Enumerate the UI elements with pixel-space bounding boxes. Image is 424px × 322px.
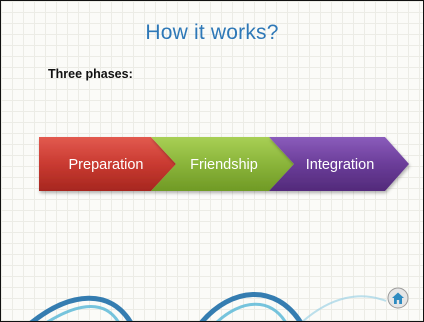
chevron-friendship: Friendship: [151, 137, 294, 191]
slide-title: How it works?: [145, 21, 279, 44]
chevron-label-friendship: Friendship: [190, 157, 258, 173]
house-emblem-icon: [387, 287, 409, 309]
chevron-label-preparation: Preparation: [69, 157, 144, 173]
chevron-preparation: Preparation: [39, 137, 176, 191]
chevron-integration: Integration: [269, 137, 409, 191]
phases-heading: Three phases:: [48, 67, 133, 81]
chevron-label-integration: Integration: [306, 157, 375, 173]
